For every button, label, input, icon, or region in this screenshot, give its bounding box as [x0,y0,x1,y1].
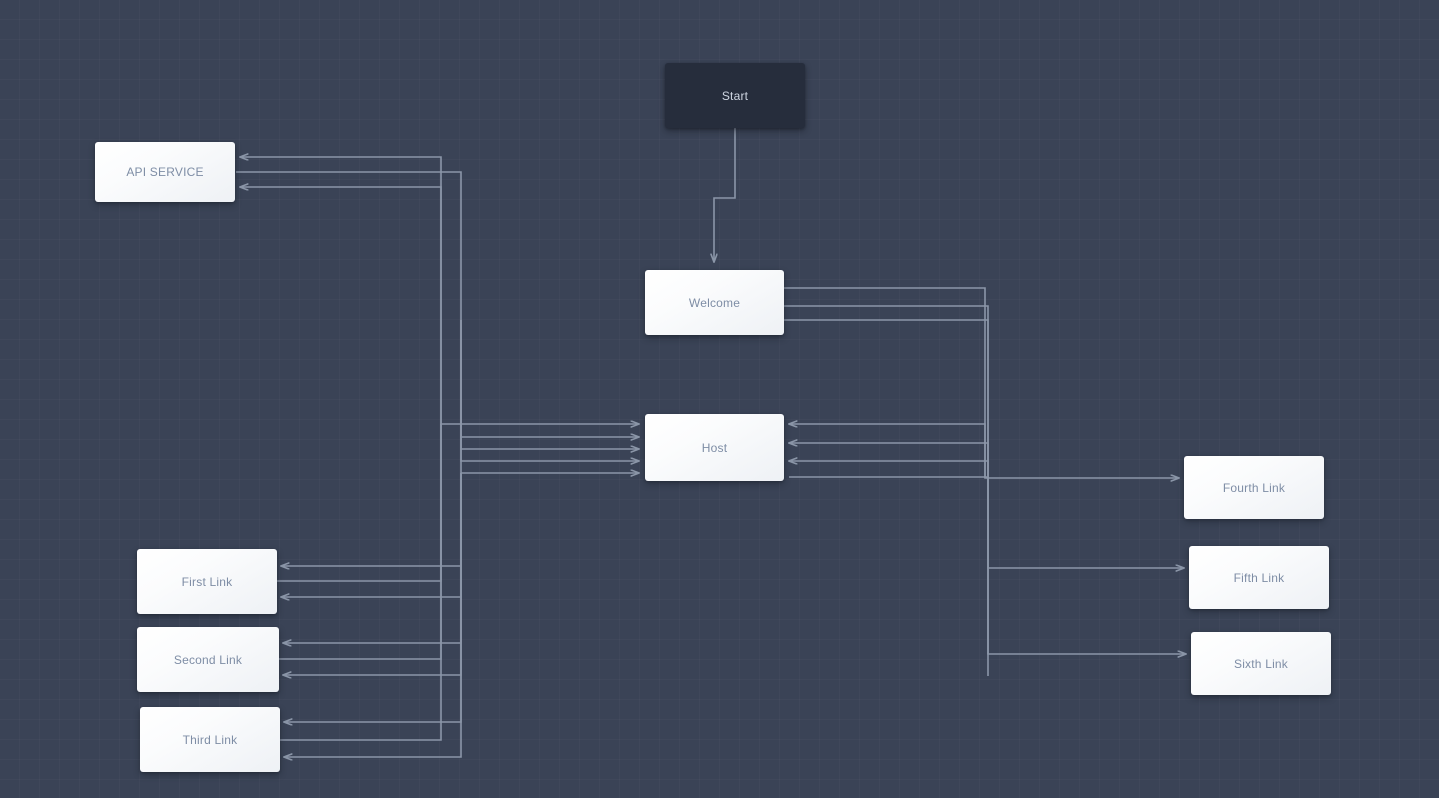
edge-host-api-1 [240,187,442,424]
edge-welcome-out-right-2 [784,305,1184,568]
edge-host-second-3 [283,473,462,675]
node-fourth_link[interactable]: Fourth Link [1184,456,1324,519]
node-second_link[interactable]: Second Link [137,627,279,692]
edge-host-first-2 [277,424,442,582]
node-sixth_link[interactable]: Sixth Link [1191,632,1331,695]
edge-welcome-host-in-3 [460,320,639,449]
edge-welcome-host-in-1 [440,288,639,424]
edge-welcome-api-2 [236,171,462,306]
node-label-fifth_link: Fifth Link [1233,570,1285,585]
edge-host-third-3 [284,473,462,757]
node-label-first_link: First Link [181,574,233,589]
edge-welcome-host-in-4 [460,320,639,461]
node-welcome[interactable]: Welcome [645,270,784,335]
edge-host-third-1 [284,473,462,722]
node-start[interactable]: Start [665,63,805,128]
node-label-sixth_link: Sixth Link [1233,656,1289,671]
edge-right-host-in-2 [789,443,989,568]
edge-host-third-2 [280,424,442,741]
node-label-fourth_link: Fourth Link [1222,480,1286,495]
edge-host-second-1 [283,473,462,643]
node-label-third_link: Third Link [182,732,238,747]
node-fifth_link[interactable]: Fifth Link [1189,546,1329,609]
node-label-welcome: Welcome [688,295,741,310]
node-label-host: Host [701,440,728,455]
edge-welcome-api-1 [240,157,442,288]
node-label-api_service: API SERVICE [126,165,204,179]
node-host[interactable]: Host [645,414,784,481]
edge-welcome-out-right-3 [784,319,1186,654]
edge-welcome-host-in-5 [460,320,639,473]
edge-host-first-3 [281,473,462,597]
node-third_link[interactable]: Third Link [140,707,280,772]
edge-host-second-2 [279,424,442,660]
node-label-second_link: Second Link [173,652,243,667]
node-label-start: Start [721,88,749,103]
node-first_link[interactable]: First Link [137,549,277,614]
edge-right-host-in-1 [789,424,986,478]
edge-host-first-1 [281,473,462,566]
edge-right-host-in-4 [789,476,989,676]
node-api_service[interactable]: API SERVICE [95,142,235,202]
edge-welcome-out-right-1 [784,287,1179,478]
edge-welcome-host-in-2 [460,306,639,437]
edge-start-welcome [714,128,736,262]
edge-right-host-in-3 [789,461,989,654]
